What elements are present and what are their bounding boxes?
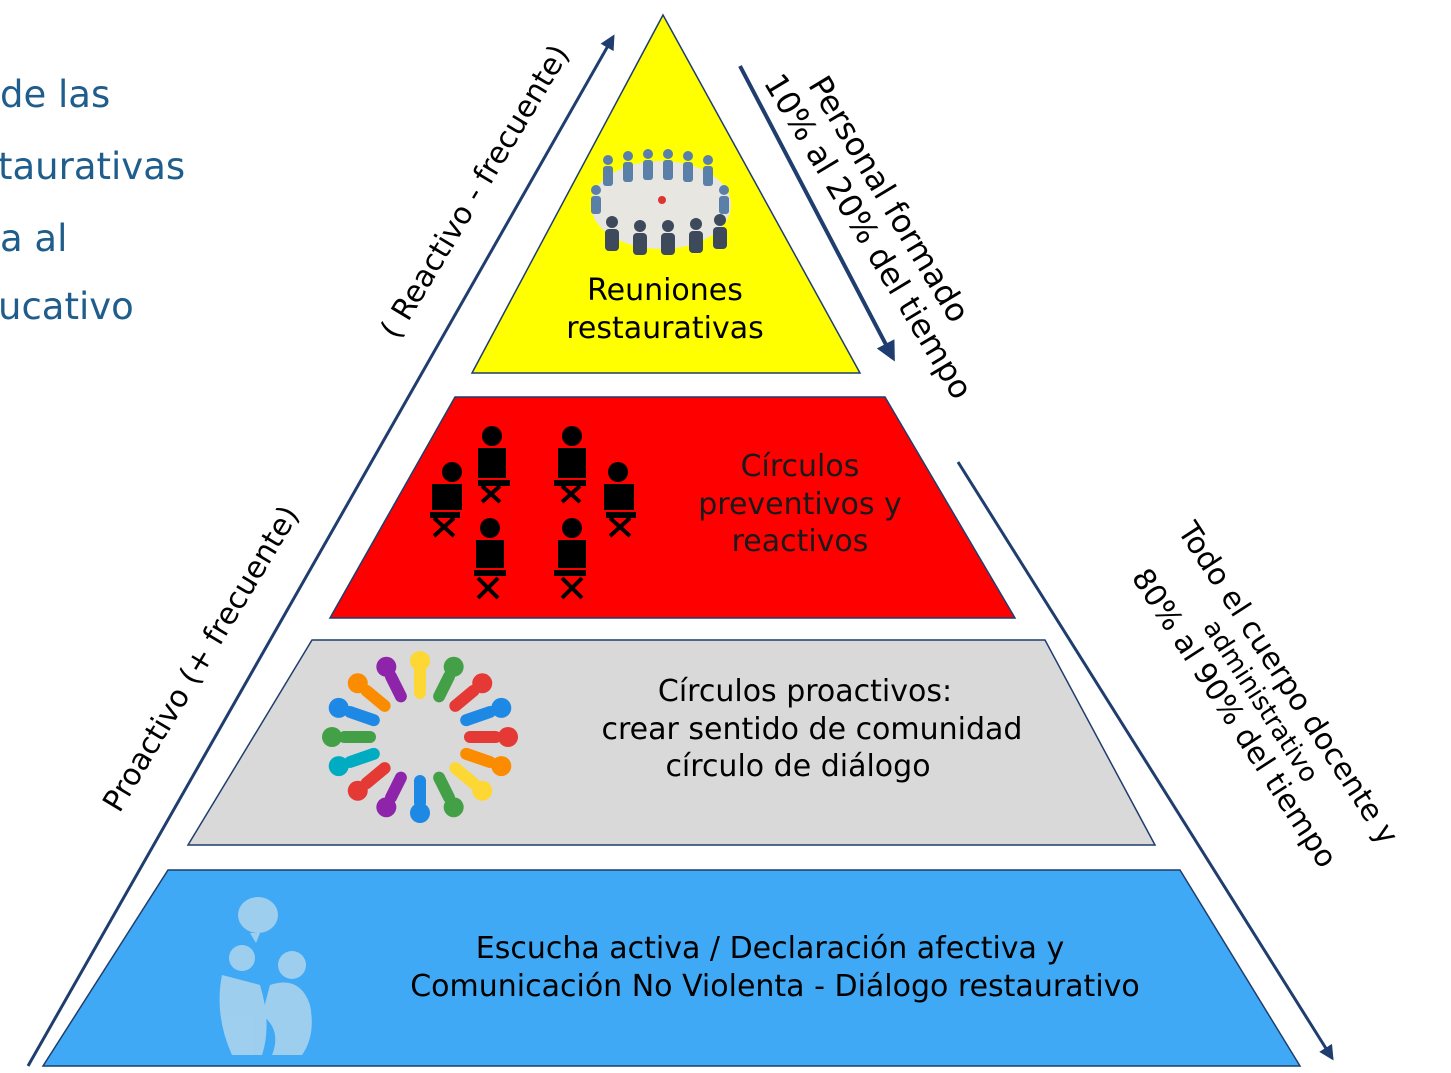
title-line-3: a al [0,217,68,260]
third-tier-label: Círculos proactivos: crear sentido de co… [560,673,1080,786]
ring-person-body [449,684,480,712]
ring-person-body [460,747,496,769]
ring-of-people-icon [322,651,518,823]
ring-person-head [328,697,349,718]
title-line-2: taurativas [0,145,186,188]
title-line-4: ucativo [0,285,134,328]
title-line-1: de las [0,73,111,116]
ring-person-body [385,670,407,703]
ring-person-head [328,756,349,777]
ring-person-head [410,651,430,671]
ring-person-head [498,727,518,747]
second-tier-line-3: reactivos [731,524,869,559]
ring-person-body [449,762,480,790]
ring-person-body [344,705,380,727]
base-tier-label: Escucha activa / Declaración afectiva y … [350,930,1200,1005]
top-tier-label: Reuniones restaurativas [560,272,770,347]
ring-person-head [491,697,512,718]
tier-third [186,639,1157,846]
ring-person-body [385,771,407,804]
arrow-left-up [26,34,615,1067]
ring-person-body [360,684,391,712]
arrow-right-bottom [956,461,1334,1061]
third-tier-line-3: círculo de diálogo [665,749,931,784]
top-tier-line-1: Reuniones [587,273,743,308]
ring-person-body [433,670,455,703]
seated-circle-people-icon [430,426,636,600]
top-tier-line-2: restaurativas [566,310,764,346]
ring-person-body [344,747,380,769]
tier-base [41,869,1302,1067]
arrow-right-top [738,65,895,362]
base-tier-line-2: Comunicación No Violenta - Diálogo resta… [410,968,1140,1004]
group-circle-photo-icon [591,149,731,255]
ring-person-head [491,756,512,777]
ring-person-head [322,727,342,747]
ring-person-head [410,803,430,823]
ring-person-body [460,705,496,727]
second-tier-line-1: Círculos [740,449,860,484]
ring-person-body [433,771,455,804]
third-tier-line-2: crear sentido de comunidad [601,711,1023,747]
second-tier-label: Círculos preventivos y reactivos [690,448,910,561]
ring-person-body [360,762,391,790]
third-tier-line-1: Círculos proactivos: [657,674,953,709]
embracing-people-icon [219,897,312,1055]
second-tier-line-2: preventivos y [698,486,902,522]
base-tier-line-1: Escucha activa / Declaración afectiva y [475,931,1065,966]
